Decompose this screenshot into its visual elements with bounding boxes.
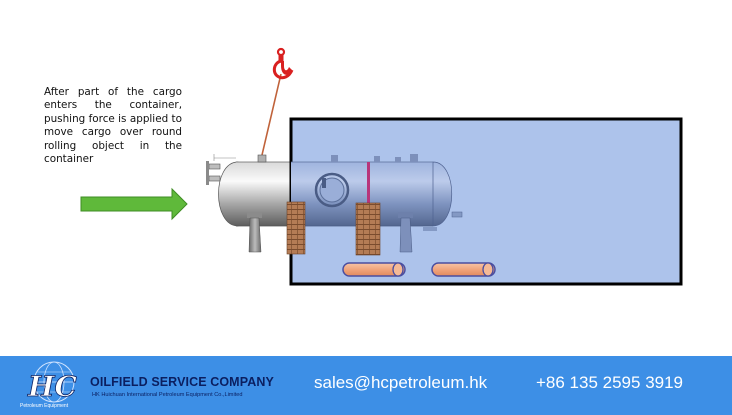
company-full-name: HK Huichuan International Petroleum Equi… [92,392,243,398]
contact-email[interactable]: sales@hcpetroleum.hk [314,373,488,392]
crane-hook-icon [261,47,294,156]
push-arrow-icon [80,187,188,221]
svg-text:HC: HC [27,370,77,403]
rolling-object-left [342,262,406,277]
diagram-caption: After part of the cargo enters the conta… [44,86,182,166]
footer-banner: HC Petroleum Equipment OILFIELD SERVICE … [0,356,732,415]
contact-phone[interactable]: +86 135 2595 3919 [536,373,684,392]
rolling-object-right [431,262,496,277]
support-block-right [355,202,381,256]
cargo-loading-diagram [80,47,683,286]
hc-logo-icon: HC [27,361,78,403]
company-name: OILFIELD SERVICE COMPANY [90,375,274,389]
pressure-vessel [206,154,291,253]
support-block-left [286,201,306,255]
hook-rope [261,73,282,156]
logo-subtitle: Petroleum Equipment [20,403,69,409]
vessel-inside-container [291,154,463,253]
